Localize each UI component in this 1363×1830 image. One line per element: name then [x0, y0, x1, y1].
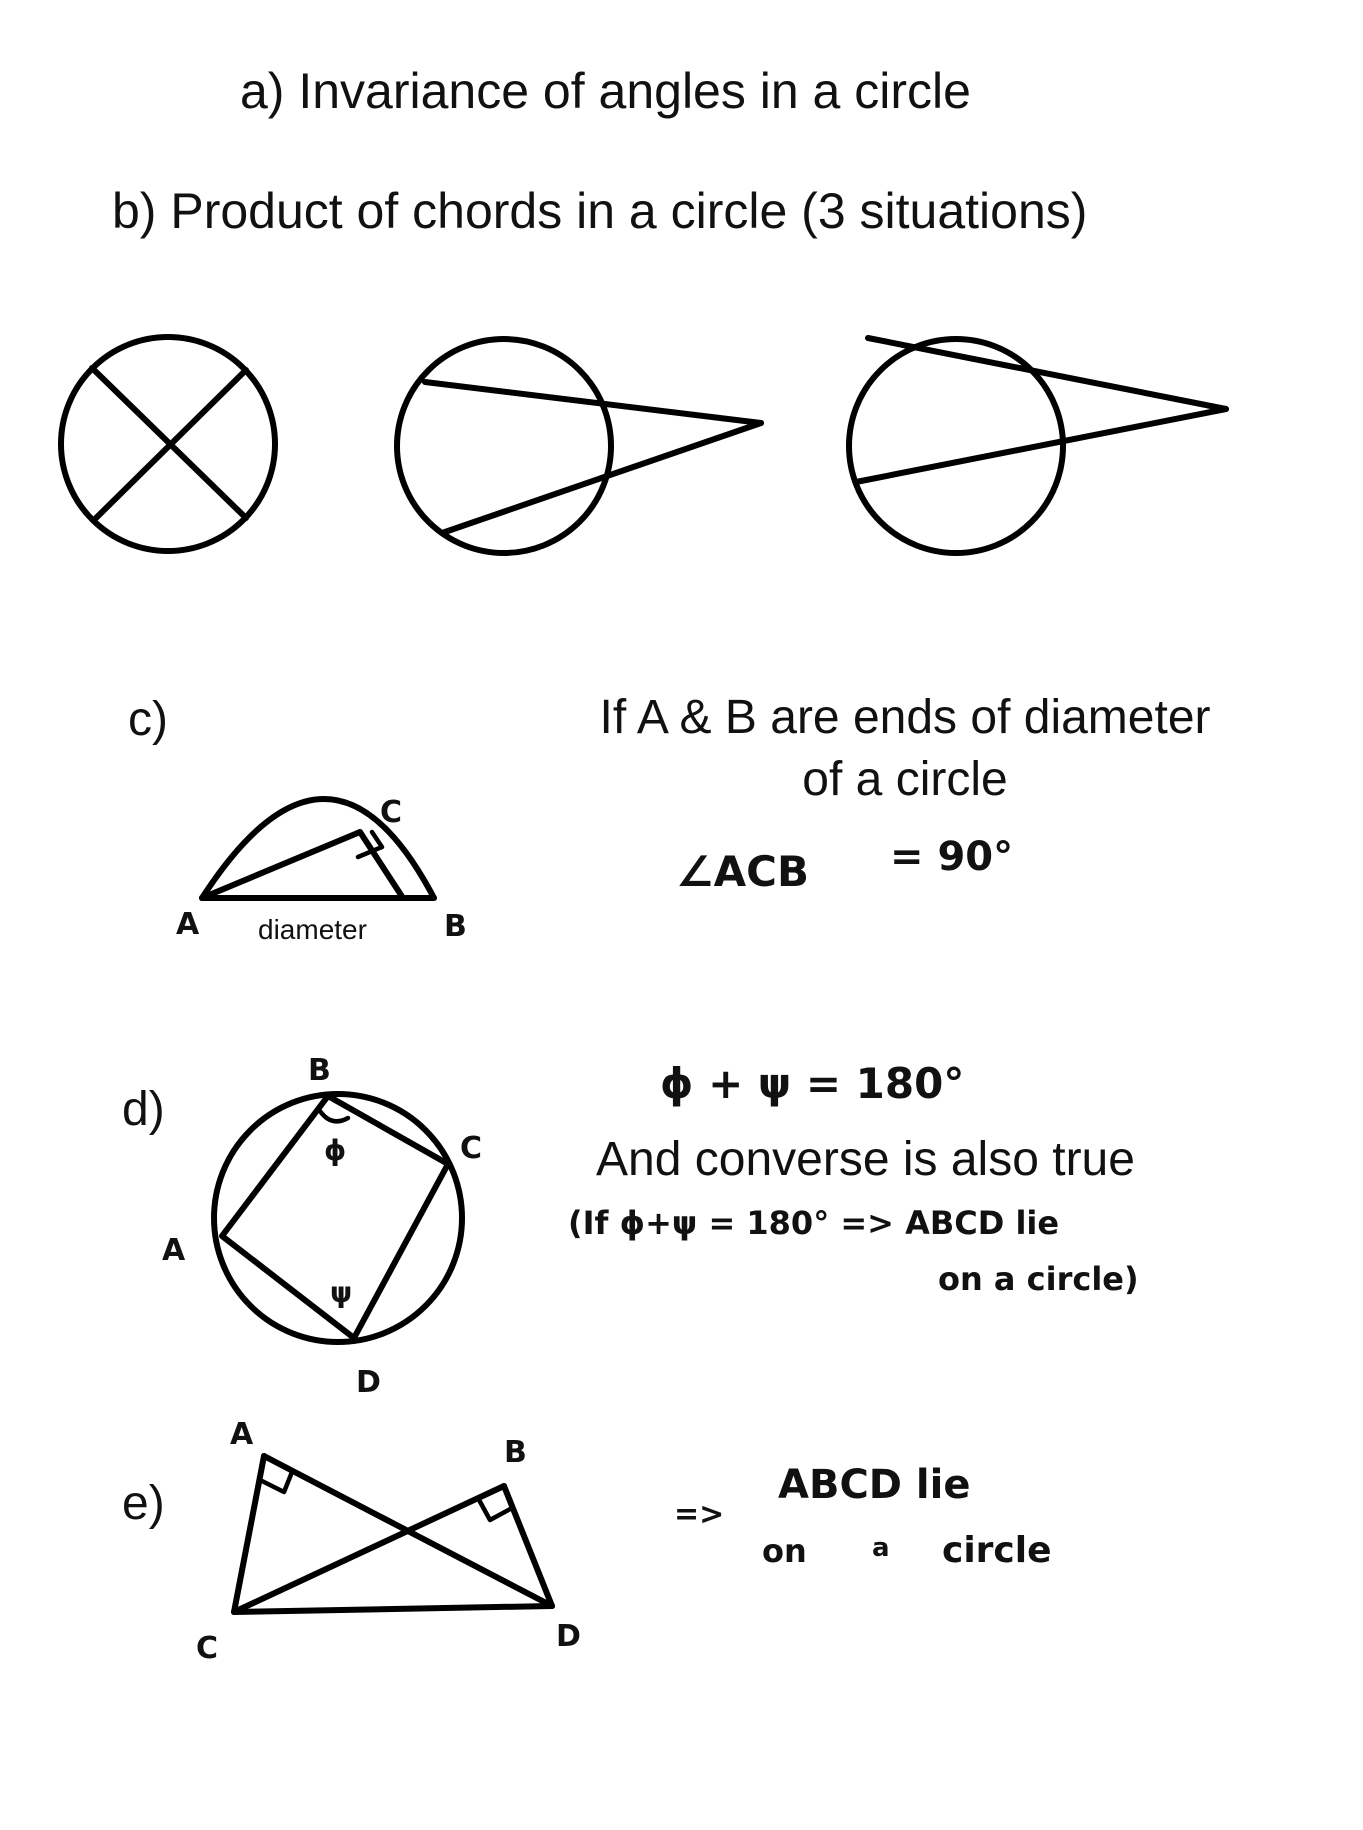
heading-b: b) Product of chords in a circle (3 situ… [112, 183, 1088, 239]
circle-situation-3 [846, 336, 1066, 556]
converse-statement: And converse is also true [596, 1133, 1135, 1186]
secants-from-external-point [394, 336, 764, 556]
quadrilateral-abcd [219, 1093, 451, 1341]
statement-c-line2: of a circle [802, 753, 1008, 806]
circumcircle-abcd [211, 1091, 465, 1345]
chords-intersecting-inside [58, 334, 278, 554]
semicircle-arc [199, 796, 437, 901]
chord-1b [91, 367, 249, 523]
angle-phi: ϕ [324, 1134, 346, 1167]
conclusion-a: a [872, 1533, 890, 1563]
chord-ac [199, 829, 363, 901]
point-c-c: C [380, 795, 402, 830]
statement-c-line1: If A & B are ends of diameter [599, 691, 1211, 744]
conclusion-arrow: => [674, 1497, 724, 1532]
equation-d: ϕ + ψ = 180° [660, 1059, 964, 1108]
converse-note-line2: on a circle) [938, 1260, 1139, 1298]
secant-3a [865, 335, 1229, 412]
conclusion-circle: circle [942, 1530, 1052, 1571]
secant-and-line-from-external-point [846, 335, 1229, 556]
secant-2b [439, 420, 764, 536]
point-c-a: A [176, 907, 200, 942]
cyclic-quadrilateral [211, 1091, 465, 1345]
diameter-label: diameter [258, 914, 367, 945]
conclusion-on: on [762, 1532, 807, 1570]
right-angle-mark-c [355, 829, 385, 860]
point-e-c: C [196, 1631, 218, 1666]
point-d-d: D [356, 1365, 381, 1400]
secant-2a [422, 379, 764, 426]
semicircle-right-angle [199, 796, 437, 901]
circle-situation-2 [394, 336, 614, 556]
point-d-c: C [460, 1131, 482, 1166]
two-right-triangles [231, 1453, 555, 1615]
label-e: e) [122, 1477, 165, 1530]
right-angle-mark-a [257, 1469, 295, 1495]
point-c-b: B [444, 909, 467, 944]
label-c: c) [128, 693, 168, 746]
chord-cb [357, 829, 406, 901]
point-e-a: A [230, 1417, 254, 1452]
label-d: d) [122, 1083, 165, 1136]
segment-cb [231, 1483, 507, 1615]
angle-psi: ψ [330, 1276, 352, 1309]
secant-3b [853, 406, 1229, 485]
right-angle-mark-b [475, 1495, 515, 1523]
point-d-a: A [162, 1233, 186, 1268]
point-e-b: B [504, 1435, 527, 1470]
point-e-d: D [556, 1619, 581, 1654]
circle-situation-1 [58, 334, 278, 554]
result-angle: ∠ACB [676, 847, 809, 896]
result-value: = 90° [890, 834, 1013, 880]
segment-cd [231, 1603, 555, 1615]
conclusion-line1: ABCD lie [778, 1462, 970, 1508]
angle-arc-b [315, 1105, 351, 1124]
heading-a: a) Invariance of angles in a circle [240, 63, 971, 119]
point-d-b: B [308, 1053, 331, 1088]
converse-note-line1: (If ϕ+ψ = 180° => ABCD lie [568, 1204, 1059, 1242]
